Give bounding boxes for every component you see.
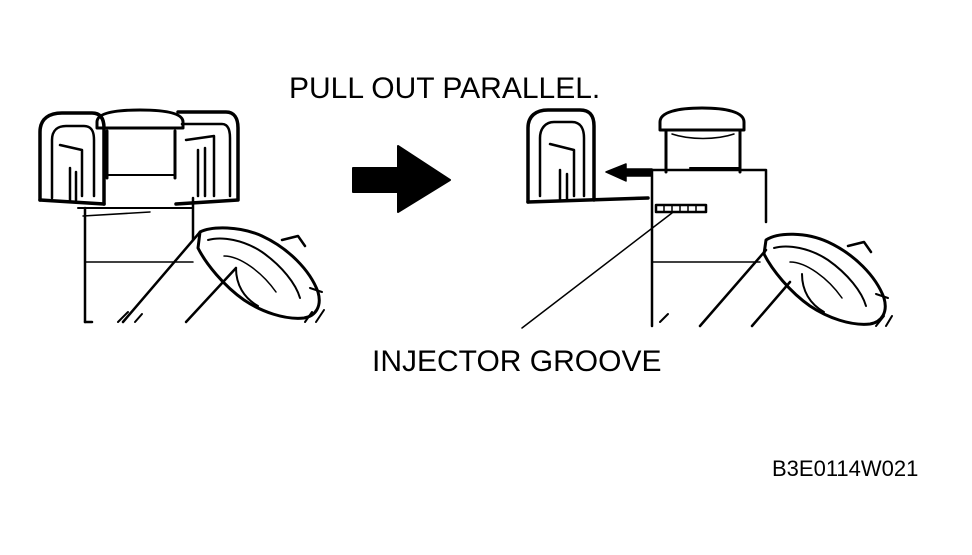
right-detached-latch [526,108,650,204]
groove-leader-line [521,212,673,329]
connector-installed-view [38,108,325,324]
right-injector-seal [762,232,893,327]
injector-groove-label: INJECTOR GROOVE [372,345,662,378]
left-injector-shaft [121,230,238,324]
left-injector-body [83,196,195,324]
left-injector-seal [196,226,325,323]
left-connector-housing [38,108,240,217]
right-arrow-icon [352,145,451,213]
left-arrow-icon [605,163,653,182]
right-connector-cap [658,106,746,174]
injector-groove [654,203,708,214]
right-injector-body [650,168,768,328]
figure-code: B3E0114W021 [772,456,919,481]
connector-pulled-view [521,106,893,329]
instruction-title: PULL OUT PARALLEL. [289,72,601,105]
right-injector-shaft [698,248,792,328]
